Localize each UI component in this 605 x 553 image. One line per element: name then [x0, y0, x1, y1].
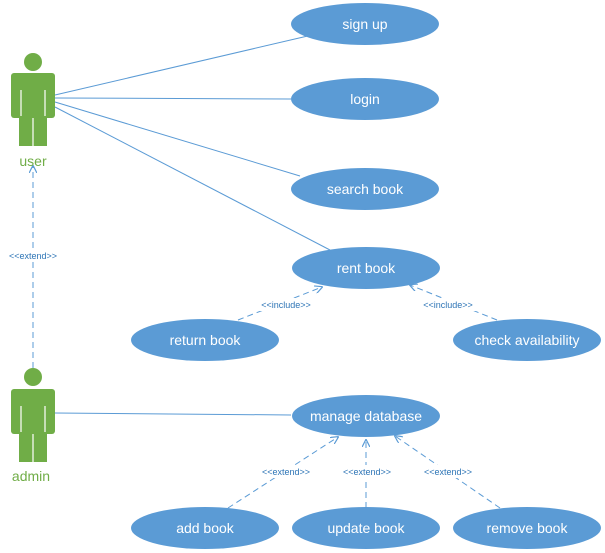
use-case-sign-up[interactable]: sign up — [291, 3, 439, 45]
return-book-ellipse[interactable] — [131, 319, 279, 361]
use-case-check-availability[interactable]: check availability — [453, 319, 601, 361]
extend-remove-label-bg — [420, 465, 476, 478]
assoc-user-sign-up — [54, 34, 313, 96]
admin-actor-label: admin — [12, 468, 50, 484]
use-case-rent-book[interactable]: rent book — [292, 247, 440, 289]
user-actor-body — [11, 73, 55, 118]
search-book-label: search book — [327, 181, 404, 197]
remove-book-ellipse[interactable] — [453, 507, 601, 549]
use-case-update-book[interactable]: update book — [292, 507, 440, 549]
include-return-label-bg — [258, 298, 314, 311]
sign-up-label: sign up — [342, 16, 387, 32]
rent-book-label: rent book — [337, 260, 396, 276]
assoc-user-search-book — [54, 101, 301, 177]
manage-database-label: manage database — [310, 408, 422, 424]
extend-add-label: <<extend>> — [262, 467, 310, 477]
update-book-label: update book — [327, 520, 405, 536]
include-check-label: <<include>> — [423, 300, 473, 310]
add-book-label: add book — [176, 520, 235, 536]
update-book-ellipse[interactable] — [292, 507, 440, 549]
use-case-login[interactable]: login — [291, 78, 439, 120]
use-case-add-book[interactable]: add book — [131, 507, 279, 549]
assoc-admin-manage-database — [54, 412, 292, 416]
rent-book-ellipse[interactable] — [292, 247, 440, 289]
manage-database-ellipse[interactable] — [292, 395, 440, 437]
include-check-label-bg — [420, 298, 476, 311]
include-return-label: <<include>> — [261, 300, 311, 310]
extend-remove-label: <<extend>> — [424, 467, 472, 477]
login-ellipse[interactable] — [291, 78, 439, 120]
return-book-label: return book — [170, 332, 242, 348]
user-actor-head — [24, 53, 42, 71]
add-book-ellipse[interactable] — [131, 507, 279, 549]
sign-up-ellipse[interactable] — [291, 3, 439, 45]
extend-update-label: <<extend>> — [343, 467, 391, 477]
user-actor-label: user — [19, 153, 47, 169]
extend-admin-user-label-bg — [4, 249, 62, 262]
assoc-user-rent-book — [54, 106, 331, 251]
check-availability-ellipse[interactable] — [453, 319, 601, 361]
actor-admin: admin — [11, 368, 55, 484]
use-case-return-book[interactable]: return book — [131, 319, 279, 361]
actor-user: user — [11, 53, 55, 169]
check-availability-label: check availability — [474, 332, 579, 348]
use-case-manage-database[interactable]: manage database — [292, 395, 440, 437]
extend-add-label-bg — [258, 465, 314, 478]
use-case-search-book[interactable]: search book — [291, 168, 439, 210]
search-book-ellipse[interactable] — [291, 168, 439, 210]
extend-update-label-bg — [339, 465, 395, 478]
assoc-user-login — [54, 97, 292, 100]
login-label: login — [350, 91, 380, 107]
admin-actor-body — [11, 389, 55, 434]
use-case-remove-book[interactable]: remove book — [453, 507, 601, 549]
include-check-line — [410, 285, 498, 321]
admin-actor-head — [24, 368, 42, 386]
remove-book-label: remove book — [487, 520, 569, 536]
extend-admin-user-label: <<extend>> — [9, 251, 57, 261]
